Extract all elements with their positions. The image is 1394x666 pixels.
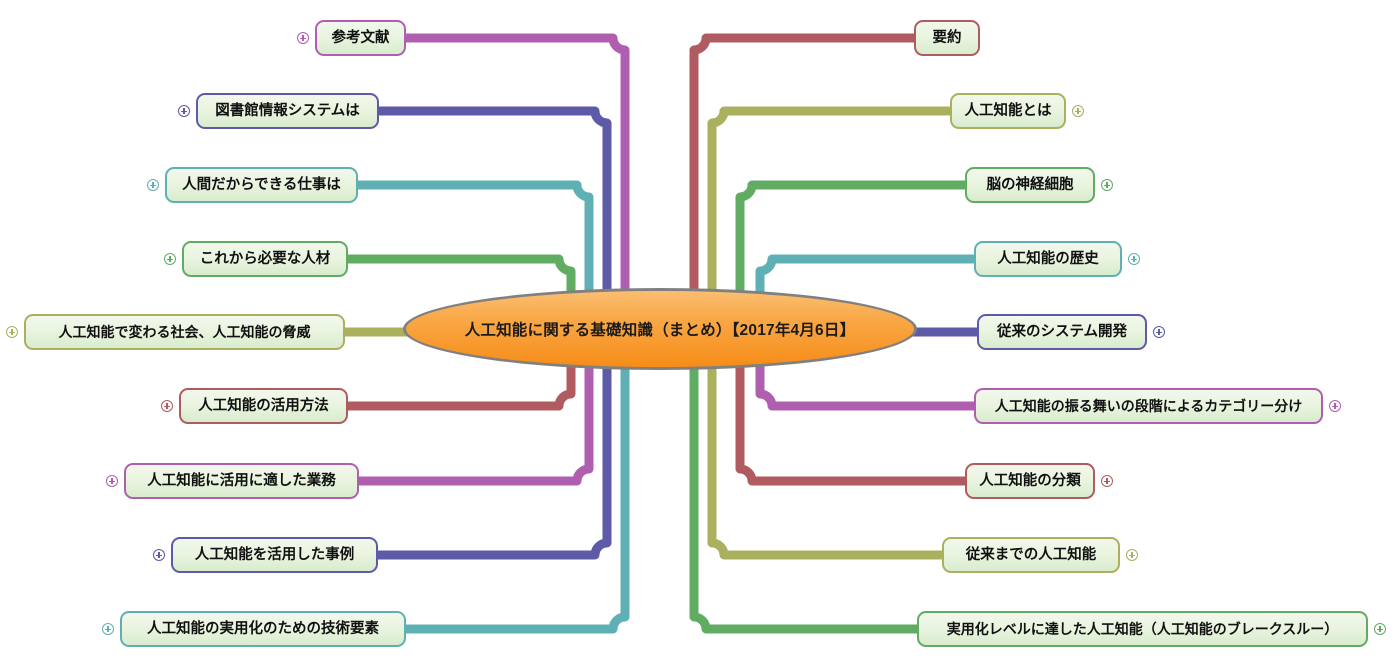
central-topic-node[interactable]: 人工知能に関する基礎知識（まとめ）【2017年4月6日】 [403,288,917,370]
topic-node[interactable]: これから必要な人材 [182,241,348,277]
topic-node[interactable]: 図書館情報システムは [196,93,379,129]
topic-node-label: 人工知能で変わる社会、人工知能の脅威 [58,324,311,340]
topic-node[interactable]: 人間だからできる仕事は [165,167,358,203]
branch-connector [707,336,942,560]
topic-node-label: 図書館情報システムは [215,102,360,119]
plus-circle-icon[interactable] [1128,253,1140,265]
plus-circle-icon[interactable] [297,32,309,44]
plus-circle-icon[interactable] [1329,400,1341,412]
branch-connector [406,33,630,322]
branch-connector [735,336,965,486]
branch-connector [755,254,974,322]
branch-connector [348,336,576,411]
topic-node-label: 人工知能を活用した事例 [194,546,355,563]
topic-node[interactable]: 従来のシステム開発 [977,314,1147,350]
plus-circle-icon[interactable] [147,179,159,191]
topic-node[interactable]: 人工知能で変わる社会、人工知能の脅威 [24,314,345,350]
plus-circle-icon[interactable] [1153,326,1165,338]
plus-circle-icon[interactable] [164,253,176,265]
topic-node[interactable]: 参考文献 [315,20,406,56]
plus-circle-icon[interactable] [1126,549,1138,561]
topic-node[interactable]: 実用化レベルに達した人工知能（人工知能のブレークスルー） [917,611,1368,647]
topic-node[interactable]: 人工知能とは [950,93,1066,129]
topic-node-label: 脳の神経細胞 [986,176,1074,193]
topic-node-label: 従来のシステム開発 [996,323,1128,340]
plus-circle-icon[interactable] [106,475,118,487]
topic-node[interactable]: 人工知能の分類 [965,463,1095,499]
plus-circle-icon[interactable] [153,549,165,561]
branch-connector [689,336,917,634]
branch-connector [358,180,594,322]
topic-node-label: 実用化レベルに達した人工知能（人工知能のブレークスルー） [946,621,1339,637]
branch-connector [348,254,576,322]
plus-circle-icon[interactable] [6,326,18,338]
topic-node-label: 従来までの人工知能 [965,546,1097,563]
topic-node[interactable]: 人工知能の実用化のための技術要素 [120,611,406,647]
topic-node-label: 参考文献 [331,29,390,46]
branch-connector [707,106,950,322]
topic-node[interactable]: 人工知能に活用に適した業務 [124,463,359,499]
topic-node-label: 要約 [932,29,962,46]
branch-connector [406,336,630,634]
branch-connector [735,180,965,322]
plus-circle-icon[interactable] [1101,475,1113,487]
topic-node[interactable]: 脳の神経細胞 [965,167,1095,203]
plus-circle-icon[interactable] [1374,623,1386,635]
topic-node-label: 人工知能の振る舞いの段階によるカテゴリー分け [994,398,1303,414]
topic-node[interactable]: 従来までの人工知能 [942,537,1120,573]
topic-node-label: 人工知能に活用に適した業務 [147,472,336,489]
branch-connector [689,33,914,322]
topic-node[interactable]: 人工知能の歴史 [974,241,1122,277]
topic-node-label: 人工知能の活用方法 [198,397,329,414]
topic-node[interactable]: 要約 [914,20,980,56]
topic-node[interactable]: 人工知能を活用した事例 [171,537,378,573]
branch-connector [379,106,612,322]
central-topic-label: 人工知能に関する基礎知識（まとめ）【2017年4月6日】 [464,322,856,339]
branch-connector [359,336,594,486]
topic-node[interactable]: 人工知能の振る舞いの段階によるカテゴリー分け [974,388,1323,424]
plus-circle-icon[interactable] [1072,105,1084,117]
topic-node-label: 人工知能の分類 [979,472,1081,489]
topic-node-label: 人工知能の歴史 [997,250,1099,267]
branch-connector [378,336,612,560]
topic-node-label: 人工知能とは [964,102,1052,119]
plus-circle-icon[interactable] [178,105,190,117]
topic-node-label: 人間だからできる仕事は [182,176,341,193]
plus-circle-icon[interactable] [1101,179,1113,191]
topic-node-label: これから必要な人材 [199,250,331,267]
branch-connector [755,336,974,411]
topic-node[interactable]: 人工知能の活用方法 [179,388,348,424]
plus-circle-icon[interactable] [161,400,173,412]
plus-circle-icon[interactable] [102,623,114,635]
topic-node-label: 人工知能の実用化のための技術要素 [147,620,379,637]
